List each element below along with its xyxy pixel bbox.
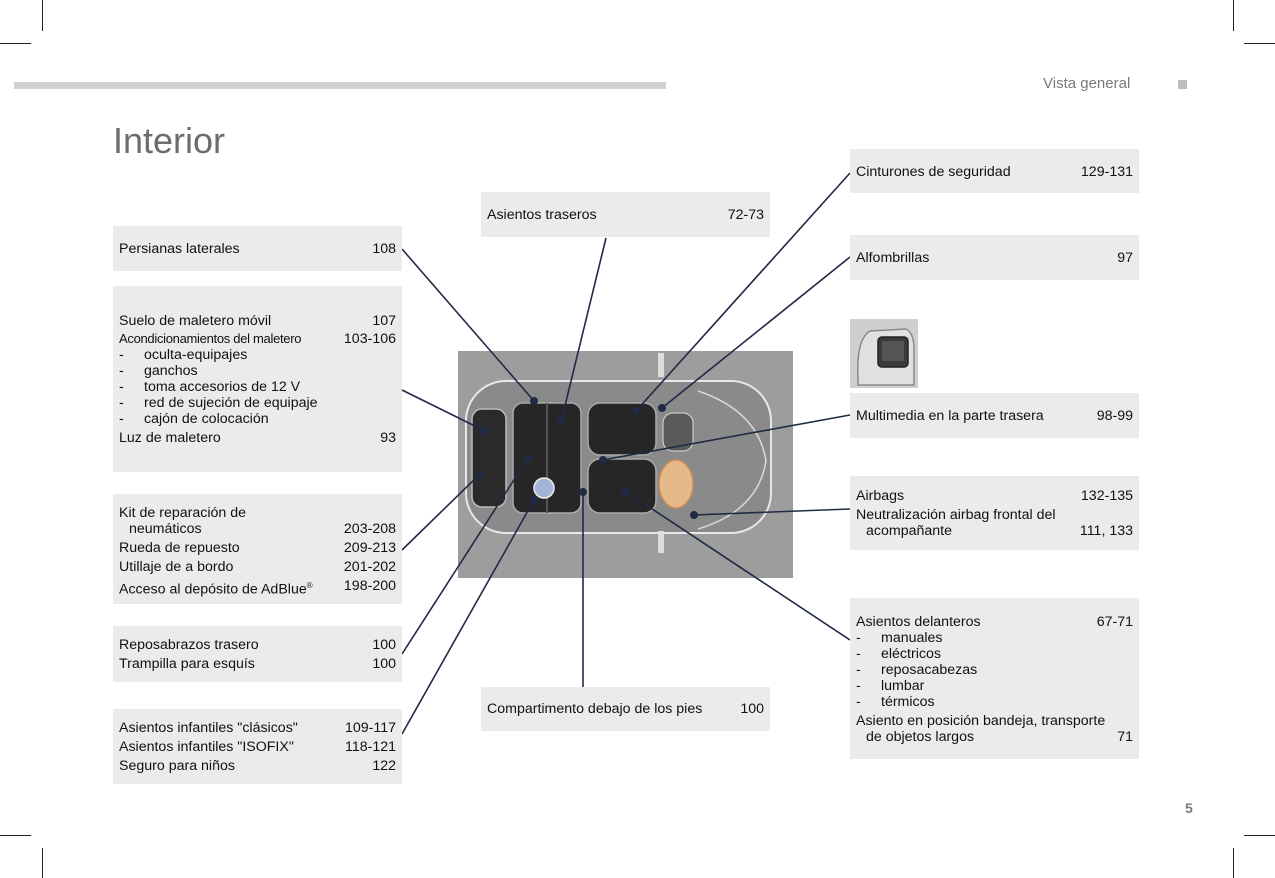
sub-item-label: oculta-equipajes — [144, 347, 248, 363]
box-suelo-maletero: Suelo de maletero móvil 107 Acondicionam… — [113, 286, 402, 472]
headrest-screen-icon — [857, 328, 915, 386]
entry-pages: 71 — [1117, 729, 1133, 745]
entry-label: Utillaje de a bordo — [119, 559, 234, 575]
crop-mark — [0, 43, 31, 44]
box-compartimento: Compartimento debajo de los pies 100 — [481, 687, 770, 731]
crop-mark — [1233, 848, 1234, 878]
entry-label: Asientos infantiles "ISOFIX" — [119, 739, 294, 755]
entry-pages: 109-117 — [344, 720, 396, 736]
entry-pages: 97 — [1117, 250, 1133, 266]
section-marker — [1178, 80, 1187, 89]
sub-item-label: reposacabezas — [881, 662, 978, 678]
entry-label: Trampilla para esquís — [119, 656, 255, 672]
entry-label-text: Acceso al depósito de AdBlue — [119, 581, 307, 598]
entry-label: Cinturones de seguridad — [856, 164, 1011, 180]
entry-label: Asiento en posición bandeja, transporte — [856, 713, 1106, 729]
entry-label: Rueda de repuesto — [119, 540, 240, 556]
entry-pages: 67-71 — [1096, 614, 1133, 630]
entry-label: Suelo de maletero móvil — [119, 313, 272, 329]
box-asientos-delanteros: Asientos delanteros 67-71 -manuales -elé… — [850, 598, 1139, 759]
registered-mark: ® — [306, 581, 313, 590]
entry-label: acompañante — [866, 523, 952, 539]
header-bar — [14, 82, 666, 89]
entry-label: Neutralización airbag frontal del — [856, 507, 1056, 523]
sub-item-label: toma accesorios de 12 V — [144, 379, 301, 395]
entry-label: Multimedia en la parte trasera — [856, 408, 1044, 424]
box-alfombrillas: Alfombrillas 97 — [850, 235, 1139, 280]
sub-item-label: lumbar — [881, 678, 925, 694]
entry-label: Seguro para niños — [119, 758, 235, 774]
entry-label: Persianas laterales — [119, 241, 240, 257]
entry-pages: 129-131 — [1080, 164, 1133, 180]
entry-pages: 132-135 — [1080, 488, 1133, 504]
box-airbags: Airbags 132-135 Neutralización airbag fr… — [850, 476, 1139, 550]
crop-mark — [1233, 0, 1234, 31]
entry-pages: 107 — [372, 313, 396, 329]
crop-mark — [42, 0, 43, 31]
entry-label: Reposabrazos trasero — [119, 637, 259, 653]
entry-pages: 72-73 — [727, 207, 764, 223]
box-multimedia: Multimedia en la parte trasera 98-99 — [850, 393, 1139, 438]
section-title: Vista general — [1043, 75, 1131, 92]
entry-pages: 118-121 — [344, 739, 396, 755]
entry-label: Kit de reparación de — [119, 505, 246, 521]
entry-pages: 100 — [740, 701, 764, 717]
entry-pages: 93 — [380, 430, 396, 446]
entry-pages: 209-213 — [343, 540, 396, 556]
box-asientos-infantiles: Asientos infantiles "clásicos" 109-117 A… — [113, 709, 402, 784]
entry-pages: 108 — [372, 241, 396, 257]
page-number: 5 — [1185, 800, 1193, 816]
entry-label: neumáticos — [129, 521, 202, 537]
box-cinturones: Cinturones de seguridad 129-131 — [850, 149, 1139, 193]
entry-label: Acondicionamientos del maletero — [119, 331, 302, 346]
entry-pages: 198-200 — [343, 578, 396, 594]
box-asientos-traseros: Asientos traseros 72-73 — [481, 192, 770, 237]
entry-label: Alfombrillas — [856, 250, 930, 266]
entry-label: Luz de maletero — [119, 430, 221, 446]
crop-mark — [1244, 835, 1275, 836]
entry-pages: 103-106 — [343, 331, 396, 347]
sub-item-label: ganchos — [144, 363, 198, 379]
box-kit-reparacion: Kit de reparación de neumáticos 203-208 … — [113, 494, 402, 604]
sub-item-label: manuales — [881, 630, 943, 646]
crop-mark — [42, 848, 43, 878]
car-interior-illustration — [458, 351, 793, 578]
entry-label: Asientos delanteros — [856, 614, 981, 630]
entry-label: de objetos largos — [866, 729, 975, 745]
entry-pages: 203-208 — [343, 521, 396, 537]
entry-label: Asientos traseros — [487, 207, 597, 223]
entry-pages: 122 — [372, 758, 396, 774]
crop-mark — [1244, 43, 1275, 44]
crop-mark — [0, 835, 31, 836]
entry-pages: 98-99 — [1096, 408, 1133, 424]
rear-multimedia-screen-image — [850, 319, 918, 388]
entry-pages: 100 — [372, 656, 396, 672]
sub-item-label: red de sujeción de equipaje — [144, 395, 318, 411]
entry-pages: 100 — [372, 637, 396, 653]
sub-item-label: eléctricos — [881, 646, 941, 662]
entry-pages: 111, 133 — [1079, 523, 1133, 539]
sub-item-label: térmicos — [881, 694, 935, 710]
page-title: Interior — [113, 120, 226, 161]
box-persianas: Persianas laterales 108 — [113, 226, 402, 271]
entry-label: Compartimento debajo de los pies — [487, 701, 703, 717]
entry-label: Acceso al depósito de AdBlue® — [119, 577, 313, 599]
entry-label: Asientos infantiles "clásicos" — [119, 720, 298, 736]
box-reposabrazos: Reposabrazos trasero 100 Trampilla para … — [113, 626, 402, 682]
entry-pages: 201-202 — [343, 559, 396, 575]
entry-label: Airbags — [856, 488, 905, 504]
sub-item-label: cajón de colocación — [144, 411, 269, 427]
